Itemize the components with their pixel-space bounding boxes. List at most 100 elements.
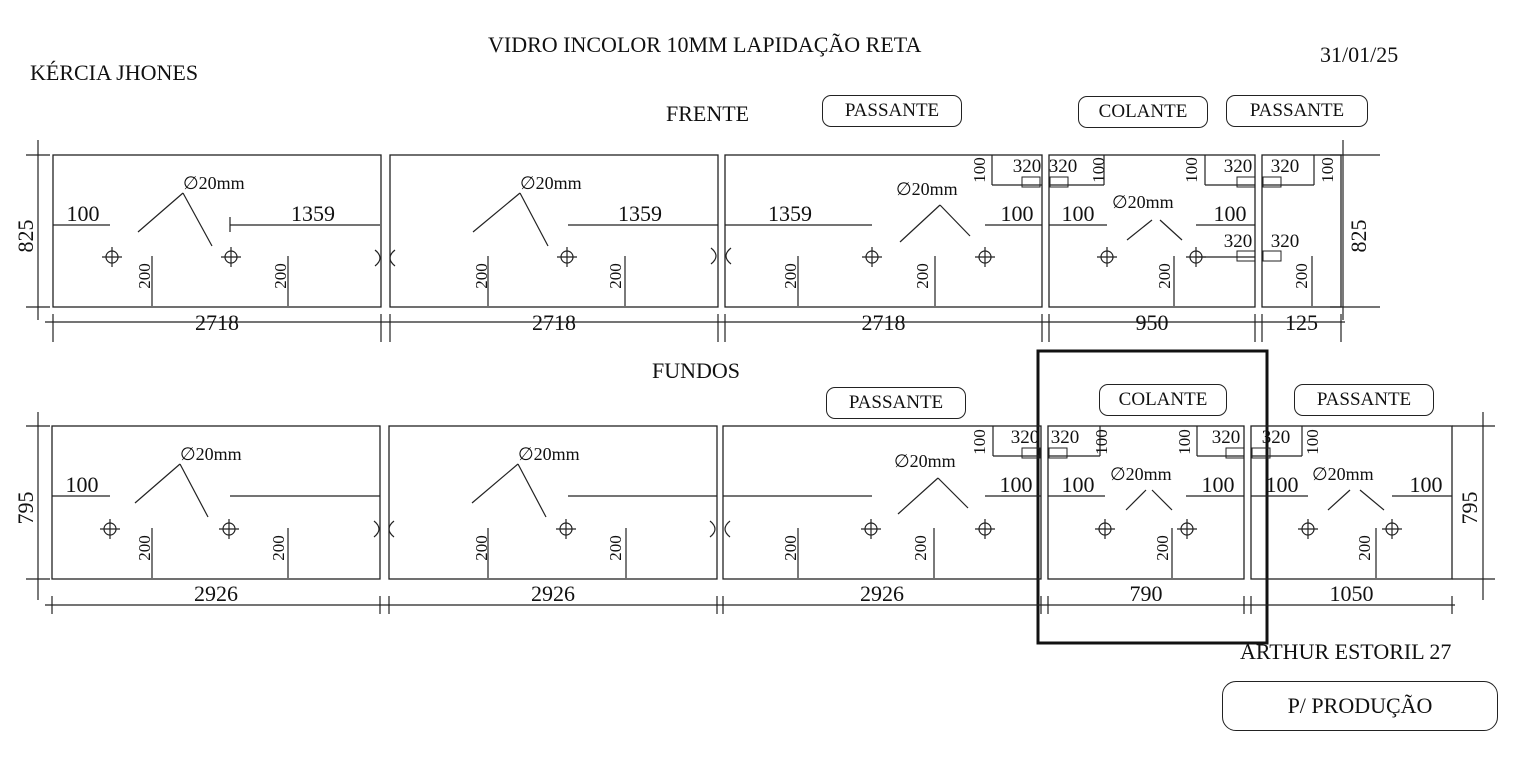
front-p3-top-label: 100	[970, 157, 989, 183]
front-p1-drop-label-2: 200	[271, 263, 290, 289]
front-p4-edge-left: 100	[1062, 201, 1095, 226]
front-p1-drop-label-1: 200	[135, 263, 154, 289]
front-p3-edge-label: 100	[1001, 201, 1034, 226]
back-panel-1	[51, 425, 381, 580]
front-height-label-left: 825	[13, 220, 38, 253]
production-stamp: P/ PRODUÇÃO	[1222, 681, 1498, 731]
back-width-label-2: 2926	[531, 581, 575, 606]
front-p5-hinge-mid: 320	[1271, 231, 1300, 252]
front-panel-3	[724, 154, 1043, 308]
back-p2-drop-label-2: 200	[606, 535, 625, 561]
back-p5-diameter: ∅20mm	[1312, 464, 1374, 484]
back-p4-diameter: ∅20mm	[1110, 464, 1172, 484]
tag-colante-front: COLANTE	[1078, 96, 1208, 128]
front-width-label-3: 2718	[862, 310, 906, 335]
back-p1-edge-label: 100	[66, 472, 99, 497]
back-joint-notch-2	[709, 520, 731, 538]
back-p1-drop-label-1: 200	[135, 535, 154, 561]
front-height-label-right: 825	[1346, 220, 1371, 253]
front-p3-drop-label-2: 200	[913, 263, 932, 289]
front-width-label-5: 125	[1285, 310, 1318, 335]
back-panel-2	[388, 425, 718, 580]
client-name: KÉRCIA JHONES	[30, 60, 199, 85]
front-hinge-5	[1262, 176, 1282, 188]
tag-passante-front-2: PASSANTE	[1226, 95, 1368, 127]
front-p3-diameter: ∅20mm	[896, 179, 958, 199]
back-p5-top-label: 100	[1303, 429, 1322, 455]
section-label-front: FRENTE	[666, 101, 750, 126]
front-joint-notch-2	[710, 247, 732, 265]
front-p4-top-label-left: 100	[1089, 157, 1108, 183]
front-width-label-1: 2718	[195, 310, 239, 335]
front-hinge-6	[1262, 250, 1282, 262]
back-hinge-1	[1021, 447, 1041, 459]
back-p4-top-label-right: 100	[1175, 429, 1194, 455]
back-width-label-1: 2926	[194, 581, 238, 606]
front-p1-span-label: 1359	[291, 201, 335, 226]
back-p4-drop-label: 200	[1153, 535, 1172, 561]
front-p4-top-label-right: 100	[1182, 157, 1201, 183]
back-p4-hinge-left: 320	[1051, 427, 1080, 448]
front-p2-diameter: ∅20mm	[520, 173, 582, 193]
front-hinge-2	[1049, 176, 1069, 188]
back-p3-hinge-label: 320	[1011, 427, 1040, 448]
front-p4-hinge-right-top: 320	[1224, 156, 1253, 177]
front-p2-drop-label-1: 200	[472, 263, 491, 289]
front-width-label-2: 2718	[532, 310, 576, 335]
back-panel-4	[1047, 425, 1245, 580]
back-p3-diameter: ∅20mm	[894, 451, 956, 471]
back-width-label-5: 1050	[1330, 581, 1374, 606]
back-p1-diameter: ∅20mm	[180, 444, 242, 464]
back-p3-top-label: 100	[970, 429, 989, 455]
front-p4-edge-right: 100	[1214, 201, 1247, 226]
front-hinge-3	[1236, 176, 1256, 188]
front-joint-notch-1	[374, 249, 396, 267]
front-width-label-4: 950	[1136, 310, 1169, 335]
front-p5-top-label: 100	[1318, 157, 1337, 183]
back-hinge-2	[1048, 447, 1068, 459]
back-p2-diameter: ∅20mm	[518, 444, 580, 464]
tag-passante-back-2: PASSANTE	[1294, 384, 1434, 416]
back-height-label-right: 795	[1457, 492, 1482, 525]
back-panel-3	[722, 425, 1042, 580]
job-date: 31/01/25	[1320, 42, 1399, 67]
front-p4-hinge-left: 320	[1049, 156, 1078, 177]
back-p5-hinge-left: 320	[1262, 427, 1291, 448]
back-width-label-4: 790	[1130, 581, 1163, 606]
front-hinge-4	[1236, 250, 1256, 262]
back-p4-top-label-left: 100	[1092, 429, 1111, 455]
front-panel-4	[1048, 154, 1256, 308]
front-p3-span-label: 1359	[768, 201, 812, 226]
back-p1-drop-label-2: 200	[269, 535, 288, 561]
back-p4-edge-left: 100	[1062, 472, 1095, 497]
front-p4-diameter: ∅20mm	[1112, 192, 1174, 212]
back-height-label-left: 795	[13, 492, 38, 525]
front-p2-drop-label-2: 200	[606, 263, 625, 289]
back-p2-drop-label-1: 200	[472, 535, 491, 561]
address-label: ARTHUR ESTORIL 27	[1240, 639, 1452, 664]
front-p3-hinge-label: 320	[1013, 156, 1042, 177]
front-panel-2	[389, 154, 719, 308]
tag-passante-back-1: PASSANTE	[826, 387, 966, 419]
back-joint-notch-1	[373, 520, 395, 538]
front-p5-hinge-top: 320	[1271, 156, 1300, 177]
front-p1-diameter: ∅20mm	[183, 173, 245, 193]
back-p3-drop-label-1: 200	[781, 535, 800, 561]
front-panel-1	[52, 154, 382, 308]
front-p2-span-label: 1359	[618, 201, 662, 226]
section-label-back: FUNDOS	[652, 358, 741, 383]
highlight-box	[1036, 349, 1269, 645]
back-p5-edge-right: 100	[1410, 472, 1443, 497]
back-p5-drop-label: 200	[1355, 535, 1374, 561]
front-p3-drop-label-1: 200	[781, 263, 800, 289]
front-p4-hinge-right-mid: 320	[1224, 231, 1253, 252]
back-hinge-3	[1225, 447, 1245, 459]
front-hinge-1	[1021, 176, 1041, 188]
front-p5-drop-label: 200	[1292, 263, 1311, 289]
front-p1-edge-label: 100	[67, 201, 100, 226]
back-width-label-3: 2926	[860, 581, 904, 606]
back-p3-edge-label: 100	[1000, 472, 1033, 497]
front-panel-5	[1261, 154, 1342, 308]
front-p4-drop-label: 200	[1155, 263, 1174, 289]
